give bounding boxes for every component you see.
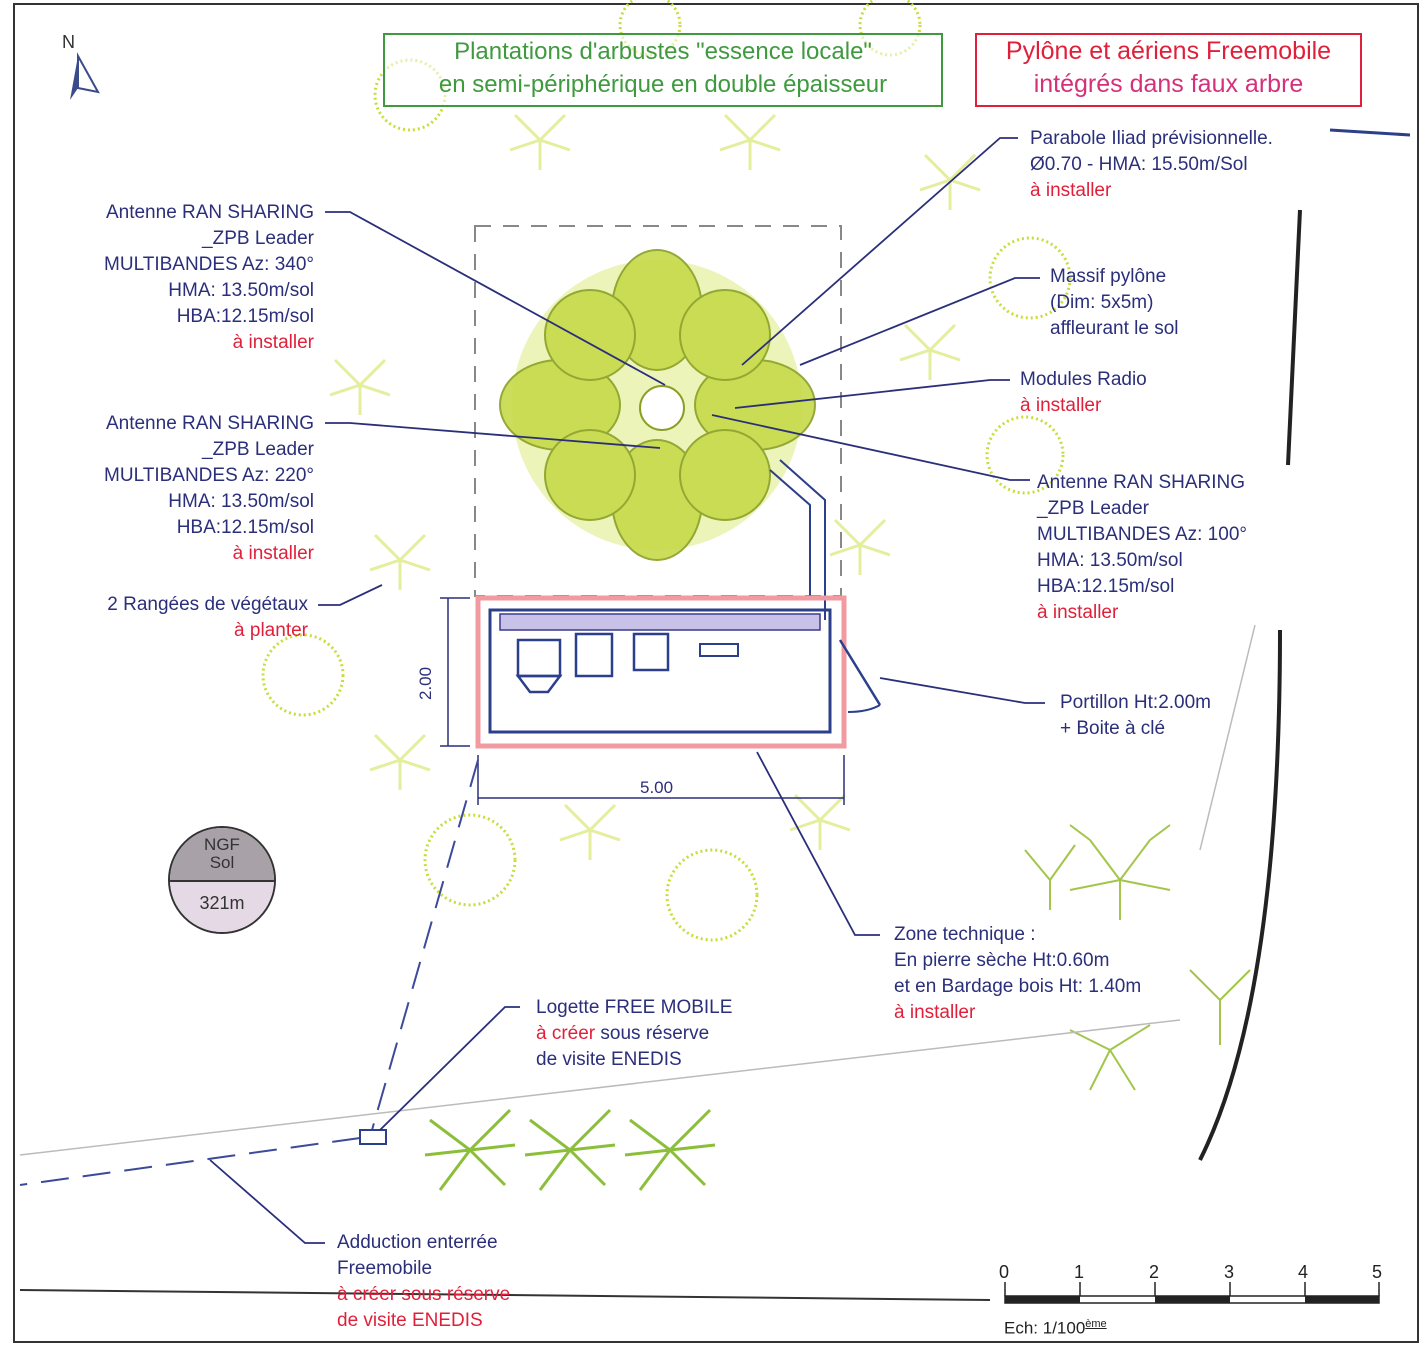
massif-line3: affleurant le sol — [1050, 318, 1179, 339]
modules-radio-action: à installer — [1020, 395, 1102, 416]
modules-radio-label: Modules Radio à installer — [1020, 367, 1147, 419]
antenna-220-line3: MULTIBANDES Az: 220° — [104, 465, 314, 486]
massif-label: Massif pylône (Dim: 5x5m) affleurant le … — [1050, 264, 1179, 342]
portillon-label: Portillon Ht:2.00m + Boite à clé — [1060, 690, 1211, 742]
antenna-340-label: Antenne RAN SHARING _ZPB Leader MULTIBAN… — [60, 200, 314, 356]
antenna-340-action: à installer — [232, 332, 314, 353]
ngf-altitude-badge: NGF Sol 321m — [168, 826, 276, 934]
parabole-label: Parabole Iliad prévisionnelle. Ø0.70 - H… — [1030, 126, 1273, 204]
adduction-path — [19, 759, 479, 1186]
north-arrow-icon — [70, 52, 100, 100]
zone-technique-label: Zone technique : En pierre sèche Ht:0.60… — [894, 922, 1141, 1026]
width-dimension: 5.00 — [640, 778, 674, 797]
vegetation — [261, 0, 1251, 1191]
antenna-220-line4: HMA: 13.50m/sol — [168, 491, 314, 512]
logette-line3: de visite ENEDIS — [536, 1049, 682, 1070]
shrub-star — [329, 113, 981, 860]
scale-label: Ech: 1/100ème — [1004, 1318, 1107, 1339]
adduction-label: Adduction enterrée Freemobile à créer so… — [337, 1230, 510, 1334]
scale-tick-5: 5 — [1372, 1262, 1383, 1282]
technical-zone — [475, 595, 882, 749]
pylon-note-line2: intégrés dans faux arbre — [1033, 70, 1304, 98]
adduction-line1: Adduction enterrée — [337, 1232, 498, 1253]
antenna-100-line3: MULTIBANDES Az: 100° — [1037, 524, 1247, 545]
modules-radio-line1: Modules Radio — [1020, 369, 1147, 390]
parabole-action: à installer — [1030, 180, 1112, 201]
antenna-220-line1: Antenne RAN SHARING — [105, 413, 314, 434]
zone-technique-line3: et en Bardage bois Ht: 1.40m — [894, 976, 1142, 997]
antenna-340-line1: Antenne RAN SHARING — [105, 202, 314, 223]
scale-tick-3: 3 — [1224, 1262, 1235, 1282]
tree-bare — [1024, 824, 1251, 1091]
leader-lines — [209, 137, 1045, 1244]
planting-note-line1: Plantations d'arbustes "essence locale" — [454, 38, 872, 65]
cable-trench — [769, 459, 826, 620]
scale-label-text: Ech: 1/100 — [1004, 1318, 1086, 1338]
antenna-340-line3: MULTIBANDES Az: 340° — [104, 254, 314, 275]
scale-tick-4: 4 — [1298, 1262, 1309, 1282]
logette-label: Logette FREE MOBILE à créer sous réserve… — [536, 995, 732, 1073]
antenna-220-line5: HBA:12.15m/sol — [176, 517, 314, 538]
antenna-220-action: à installer — [232, 543, 314, 564]
antenna-100-line1: Antenne RAN SHARING — [1037, 472, 1246, 493]
massif-line2: (Dim: 5x5m) — [1050, 292, 1154, 313]
road-lines — [19, 128, 1411, 1301]
vegetation-rows-action: à planter — [234, 620, 308, 641]
parabole-line2: Ø0.70 - HMA: 15.50m/Sol — [1030, 154, 1248, 175]
height-dimension: 2.00 — [416, 666, 435, 700]
adduction-line4: de visite ENEDIS — [337, 1310, 483, 1331]
fake-tree-pylon — [499, 249, 816, 561]
antenna-100-line2: _ZPB Leader — [1037, 498, 1149, 519]
drawing-frame — [13, 3, 1419, 1343]
massif-line1: Massif pylône — [1050, 266, 1167, 287]
planting-note-box: Plantations d'arbustes "essence locale" … — [383, 33, 943, 107]
scale-tick-2: 2 — [1149, 1262, 1160, 1282]
logette-line1: Logette FREE MOBILE — [536, 997, 733, 1018]
north-label: N — [62, 32, 75, 52]
scale-tick-0: 0 — [999, 1262, 1010, 1282]
antenna-220-line2: _ZPB Leader — [202, 439, 314, 460]
antenna-100-line4: HMA: 13.50m/sol — [1037, 550, 1183, 571]
shrub-dotted — [261, 0, 1072, 942]
adduction-action: à créer sous réserve — [337, 1284, 511, 1305]
scale-label-sup: ème — [1085, 1318, 1107, 1330]
ngf-label: NGF — [204, 835, 240, 854]
scale-tick-1: 1 — [1074, 1262, 1085, 1282]
antenna-100-action: à installer — [1037, 602, 1119, 623]
logette-action: à créer — [536, 1023, 596, 1044]
portillon-line2: + Boite à clé — [1060, 718, 1166, 739]
logette-box — [359, 1129, 387, 1145]
vegetation-rows-label: 2 Rangées de végétaux à planter — [60, 592, 308, 644]
logette-line2: sous réserve — [595, 1023, 710, 1044]
planting-note-line2: en semi-périphérique en double épaisseur — [438, 71, 888, 98]
pylon-massif-outline — [474, 225, 842, 597]
antenna-100-line5: HBA:12.15m/sol — [1037, 576, 1175, 597]
adduction-line2: Freemobile — [337, 1258, 433, 1279]
zone-technique-action: à installer — [894, 1002, 976, 1023]
antenna-340-line5: HBA:12.15m/sol — [176, 306, 314, 327]
zone-technique-line2: En pierre sèche Ht:0.60m — [894, 950, 1110, 971]
antenna-340-line2: _ZPB Leader — [202, 228, 314, 249]
zone-technique-line1: Zone technique : — [894, 924, 1036, 945]
vegetation-rows-line1: 2 Rangées de végétaux — [107, 594, 308, 615]
ngf-sol-label: Sol — [209, 853, 235, 872]
antenna-220-label: Antenne RAN SHARING _ZPB Leader MULTIBAN… — [60, 411, 314, 567]
pylon-note-line1: Pylône et aériens Freemobile — [1005, 37, 1332, 65]
tree-branched — [424, 1108, 716, 1191]
antenna-340-line4: HMA: 13.50m/sol — [168, 280, 314, 301]
antenna-100-label: Antenne RAN SHARING _ZPB Leader MULTIBAN… — [1037, 470, 1247, 626]
parabole-line1: Parabole Iliad prévisionnelle. — [1030, 128, 1273, 149]
scale-bar — [1004, 1282, 1380, 1304]
portillon-line1: Portillon Ht:2.00m — [1060, 692, 1212, 713]
pylon-note-box: Pylône et aériens Freemobile intégrés da… — [975, 33, 1362, 107]
